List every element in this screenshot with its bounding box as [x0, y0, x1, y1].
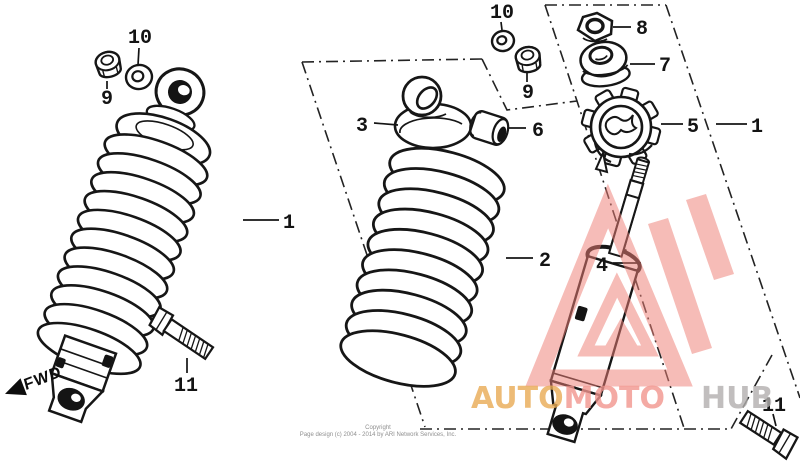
copyright-note: Copyright Page design (c) 2004 - 2014 by… — [293, 425, 463, 439]
watermark-moto: MOTO — [563, 381, 665, 416]
watermark-text-right: HUB — [701, 384, 773, 414]
watermark-logo — [525, 183, 734, 387]
callout-6: 6 — [532, 120, 544, 143]
watermark-auto: AUTO — [471, 381, 564, 416]
callout-5: 5 — [687, 116, 699, 139]
right-bolt-drawing — [738, 409, 800, 461]
callout-1-right: 1 — [751, 116, 763, 139]
callout-10-left: 10 — [128, 27, 152, 50]
coil-spring-drawing — [339, 146, 506, 388]
watermark-text-left: AUTOMOTO — [471, 384, 665, 414]
callout-1-left: 1 — [283, 212, 295, 235]
callout-7: 7 — [659, 55, 671, 78]
copyright-line2: Page design (c) 2004 - 2014 by ARI Netwo… — [299, 432, 457, 438]
callout-11-left: 11 — [174, 375, 198, 398]
callout-2: 2 — [539, 250, 551, 273]
upper-mount-drawing — [393, 75, 473, 150]
left-washer-drawing — [124, 63, 154, 91]
callout-9-left: 9 — [101, 88, 113, 111]
callout-3: 3 — [356, 115, 368, 138]
left-bolt-drawing — [148, 305, 215, 361]
left-cap-nut-drawing — [94, 50, 122, 79]
callout-4: 4 — [596, 255, 608, 278]
callout-10-mid: 10 — [490, 2, 514, 25]
watermark-hub: HUB — [701, 381, 774, 416]
callout-9-mid: 9 — [522, 82, 534, 105]
lock-nut-drawing — [576, 11, 614, 43]
callout-11-right: 11 — [762, 395, 786, 418]
bushing-drawing — [469, 110, 510, 146]
callout-8: 8 — [636, 18, 648, 41]
stopper-drawing — [579, 40, 631, 88]
callout-labels: 10 9 1 11 10 9 3 6 2 8 7 5 1 4 11 — [101, 2, 786, 427]
mid-washer-drawing — [490, 29, 516, 53]
spring-guide-drawing — [580, 86, 662, 174]
mid-cap-nut-drawing — [514, 45, 542, 74]
copyright-line1: Copyright — [365, 425, 391, 431]
